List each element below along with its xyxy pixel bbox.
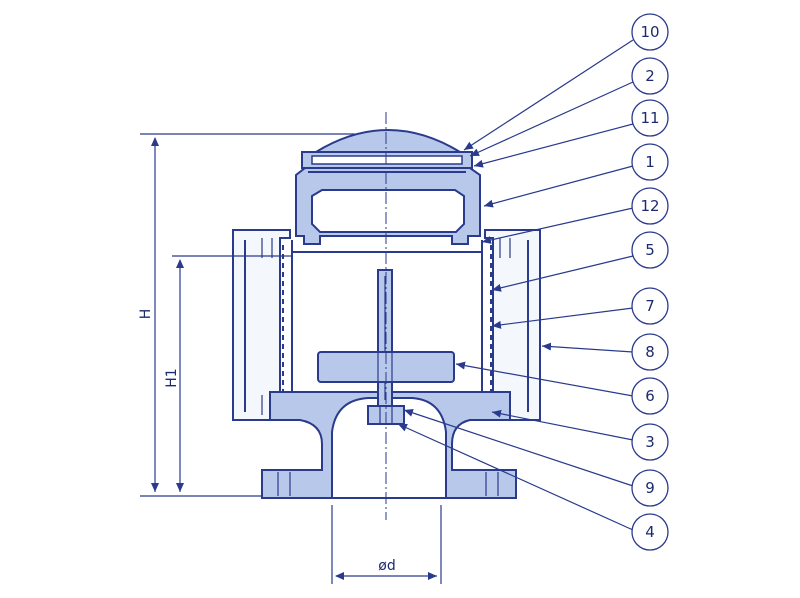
outer-shell-left <box>232 229 291 421</box>
callout-11: 11 <box>631 99 669 137</box>
dimension-diameter-label: ød <box>378 558 395 574</box>
svg-text:4: 4 <box>645 523 655 541</box>
dome-cap <box>312 129 464 153</box>
callout-4: 4 <box>631 513 669 551</box>
valve-body <box>232 112 541 520</box>
dimension-h1: H1 <box>164 255 292 492</box>
svg-text:3: 3 <box>645 433 655 451</box>
svg-text:7: 7 <box>645 297 655 315</box>
callout-9: 9 <box>631 469 669 507</box>
dimension-h: H <box>138 133 355 497</box>
svg-text:1: 1 <box>645 153 655 171</box>
callout-2: 2 <box>631 57 669 95</box>
callout-12: 12 <box>631 187 669 225</box>
callout-7: 7 <box>631 287 669 325</box>
svg-text:10: 10 <box>640 23 659 41</box>
svg-text:5: 5 <box>645 241 655 259</box>
callout-6: 6 <box>631 377 669 415</box>
dimension-h-label: H <box>138 309 154 320</box>
svg-text:12: 12 <box>640 197 659 215</box>
svg-text:11: 11 <box>640 109 659 127</box>
dimension-h1-label: H1 <box>164 368 180 387</box>
callout-8: 8 <box>631 333 669 371</box>
callout-1: 1 <box>631 143 669 181</box>
svg-text:6: 6 <box>645 387 655 405</box>
callout-3: 3 <box>631 423 669 461</box>
dimension-diameter: ød <box>331 505 442 584</box>
callout-10: 10 <box>631 13 669 51</box>
svg-text:8: 8 <box>645 343 655 361</box>
svg-text:2: 2 <box>645 67 655 85</box>
svg-text:9: 9 <box>645 479 655 497</box>
callout-5: 5 <box>631 231 669 269</box>
leader-lines <box>397 39 634 531</box>
